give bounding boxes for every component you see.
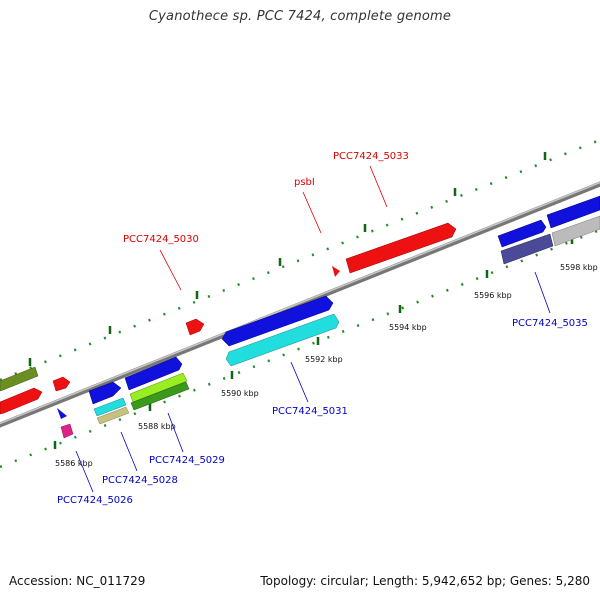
leader-line (534, 271, 551, 314)
map-title: Cyanothece sp. PCC 7424, complete genome (148, 9, 452, 24)
gene-label[interactable]: PCC7424_5028 (102, 475, 178, 486)
genome-backbone (0, 181, 600, 428)
genome-backbone-highlight (0, 181, 600, 425)
gene-label[interactable]: PCC7424_5029 (149, 455, 225, 466)
lower-major-ticks (53, 236, 574, 449)
lower-guide-track (0, 228, 600, 469)
gene-feature[interactable] (185, 318, 205, 336)
gene-feature[interactable] (225, 313, 340, 367)
upper-major-ticks (28, 152, 547, 366)
gene-feature[interactable] (124, 356, 183, 391)
tick-label: 5594 kbp (389, 323, 427, 332)
gene-label[interactable]: PCC7424_5035 (512, 318, 588, 329)
tick-label: 5592 kbp (305, 355, 343, 364)
gene-feature[interactable] (0, 366, 39, 392)
gene-feature[interactable] (93, 397, 127, 417)
gene-feature[interactable] (129, 372, 188, 403)
gene-feature[interactable] (130, 381, 190, 411)
gene-label[interactable]: PCC7424_5031 (272, 406, 348, 417)
gene-feature[interactable] (221, 295, 334, 347)
gene-feature[interactable] (500, 233, 554, 265)
tick-label: 5596 kbp (474, 291, 512, 300)
gene-feature[interactable] (88, 381, 122, 405)
genome-summary-text: Topology: circular; Length: 5,942,652 bp… (260, 574, 590, 588)
tick-label: 5588 kbp (138, 422, 176, 431)
leader-line (159, 249, 182, 291)
gene-feature[interactable] (0, 387, 43, 415)
gene-feature[interactable] (497, 219, 547, 248)
gene-feature[interactable] (345, 222, 457, 274)
tick-label: 5590 kbp (221, 389, 259, 398)
accession-text: Accession: NC_011729 (9, 574, 146, 588)
gene-label[interactable]: psbI (294, 177, 315, 188)
leader-line (167, 412, 184, 453)
gene-label[interactable]: PCC7424_5030 (123, 234, 199, 245)
tick-label: 5586 kbp (55, 459, 93, 468)
leader-line (75, 450, 94, 493)
gene-feature[interactable] (52, 376, 71, 392)
gene-feature[interactable] (96, 406, 130, 425)
leader-line (302, 191, 322, 234)
leader-line (369, 165, 388, 208)
tick-label: 5598 kbp (560, 263, 598, 272)
leader-line (290, 361, 309, 403)
gene-label[interactable]: PCC7424_5026 (57, 495, 133, 506)
leader-line (120, 431, 138, 472)
gene-feature[interactable] (546, 195, 600, 229)
gene-feature[interactable] (57, 408, 67, 419)
gene-feature[interactable] (551, 215, 600, 247)
gene-feature[interactable] (60, 423, 74, 439)
gene-label[interactable]: PCC7424_5033 (333, 151, 409, 162)
gene-feature[interactable] (332, 266, 340, 277)
